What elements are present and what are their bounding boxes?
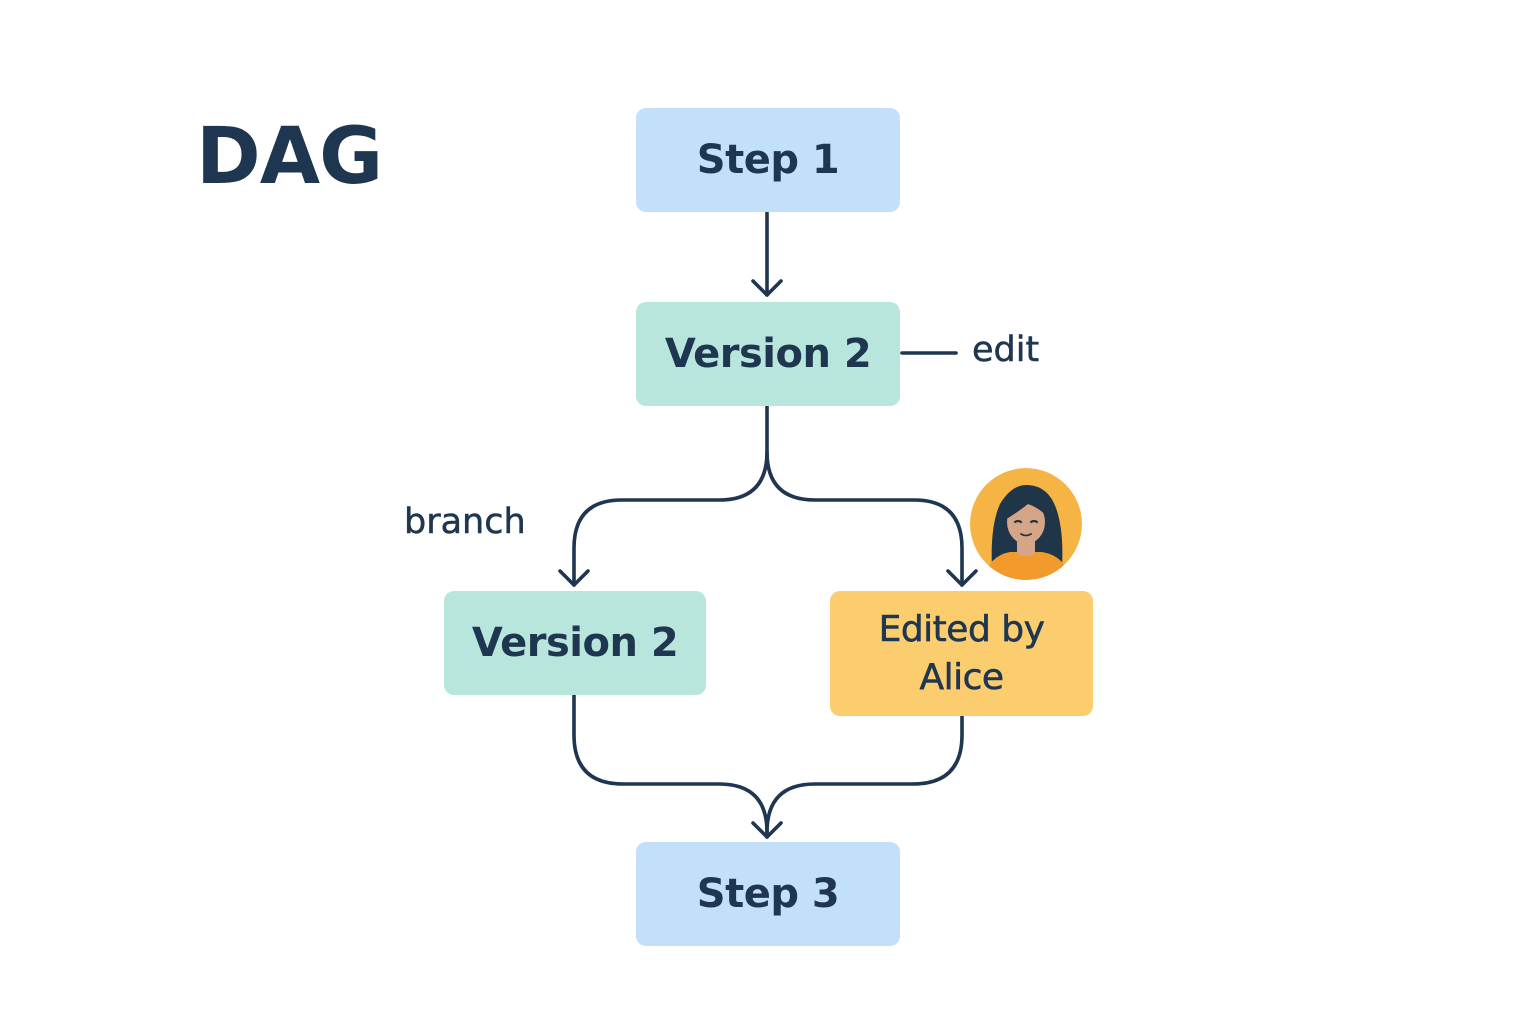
node-version-2-top[interactable]: Version 2	[636, 302, 900, 406]
edge-branch-left	[572, 404, 769, 587]
node-edited-by-alice-line1: Edited by	[878, 608, 1045, 650]
edge-branch-right	[765, 450, 964, 587]
arrowhead-step3	[751, 821, 783, 839]
node-step-1[interactable]: Step 1	[636, 108, 900, 212]
edge-label-edit: edit	[972, 330, 1040, 371]
node-version-2-left-label: Version 2	[471, 620, 679, 666]
node-edited-by-alice-text: Edited by Alice	[878, 606, 1045, 702]
arrowhead-version2	[751, 279, 783, 297]
node-step-1-label: Step 1	[696, 137, 840, 183]
edge-merge-right	[765, 714, 964, 834]
arrowhead-version2-left	[558, 569, 590, 587]
node-edited-by-alice[interactable]: Edited by Alice	[830, 591, 1093, 716]
edge-merge-left	[572, 693, 769, 839]
node-step-3-label: Step 3	[696, 871, 840, 917]
node-version-2-left[interactable]: Version 2	[444, 591, 706, 695]
node-step-3[interactable]: Step 3	[636, 842, 900, 946]
node-version-2-top-label: Version 2	[664, 331, 872, 377]
edge-label-branch: branch	[404, 502, 526, 543]
node-edited-by-alice-line2: Alice	[919, 656, 1004, 698]
diagram-title: DAG	[196, 112, 383, 202]
woman-avatar-icon	[970, 468, 1082, 580]
arrowhead-edited-by-alice	[946, 569, 978, 587]
